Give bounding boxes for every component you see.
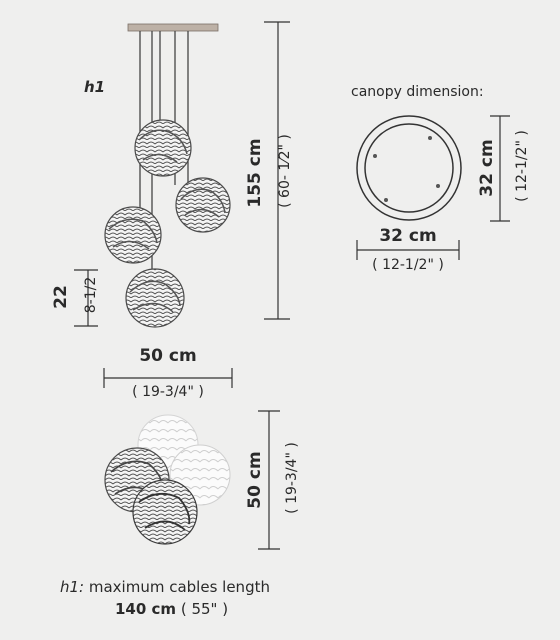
- top-view-value: 50 cm: [245, 451, 265, 509]
- globe-1: [134, 119, 192, 177]
- canopy-height-value: 32 cm: [477, 139, 497, 197]
- canopy-width-imperial: ( 12-1/2" ): [372, 257, 444, 273]
- canopy-height-dimension: [490, 115, 510, 222]
- overall-height-value: 155 cm: [245, 138, 265, 208]
- globe-2: [175, 177, 231, 233]
- canopy-top-view: [356, 115, 462, 221]
- canopy-title: canopy dimension:: [351, 84, 484, 100]
- canopy-width-dimension: [356, 240, 460, 260]
- overall-height-imperial: ( 60- 1⁄2" ): [277, 134, 293, 208]
- globe-3: [104, 206, 162, 264]
- footer-line-1: h1: maximum cables length: [60, 578, 270, 596]
- footer-line2-value: 140 cm: [115, 600, 177, 618]
- footer-line1-text: maximum cables length: [84, 578, 270, 596]
- top-view-dimension: [258, 410, 280, 550]
- canopy-width-value: 32 cm: [379, 226, 437, 246]
- globe-height-value: 22: [51, 285, 71, 309]
- cluster-width-dimension: [103, 368, 233, 388]
- cluster-width-imperial: ( 19-3/4" ): [132, 384, 204, 400]
- top-view-imperial: ( 19-3/4" ): [284, 442, 300, 514]
- overall-height-dimension: [264, 21, 290, 320]
- globe-height-dimension: [74, 269, 98, 327]
- globe-4: [125, 268, 185, 328]
- footer-line2-imperial: ( 55" ): [176, 600, 229, 618]
- canopy-height-imperial: ( 12-1/2" ): [514, 130, 530, 202]
- globe-height-imperial: 8-1/2: [83, 276, 99, 314]
- ceiling-canopy: [127, 23, 219, 32]
- footer-line-2: 140 cm ( 55" ): [115, 600, 228, 618]
- top-view-cluster: [104, 414, 231, 545]
- h1-label: h1: [84, 78, 106, 96]
- footer-h1-prefix: h1:: [60, 578, 85, 596]
- cluster-width-value: 50 cm: [139, 346, 197, 366]
